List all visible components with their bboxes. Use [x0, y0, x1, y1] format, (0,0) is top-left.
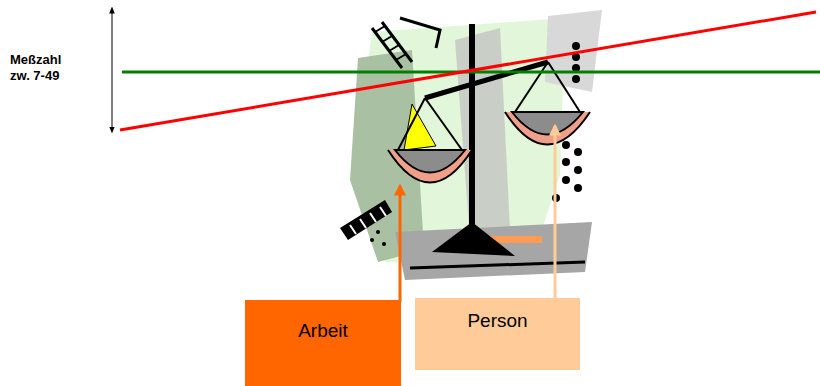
dot	[370, 238, 374, 242]
scales-clipart	[340, 10, 602, 280]
dot	[572, 42, 580, 50]
ladder-rungs	[375, 26, 406, 60]
scale-string	[425, 98, 462, 150]
ladder-rung	[375, 26, 385, 32]
pan-rim	[388, 150, 472, 183]
hatch-lines	[350, 207, 386, 234]
dot	[382, 242, 386, 246]
scale-string	[548, 62, 580, 112]
ladder-rung	[396, 54, 406, 60]
clipart-background	[455, 28, 510, 240]
ladder-rung	[389, 45, 399, 51]
hatched-bar	[340, 200, 392, 240]
dot	[574, 148, 582, 156]
leader-arrow	[554, 126, 557, 300]
scale-string	[515, 62, 548, 112]
box-label: Arbeit	[298, 320, 348, 342]
scale-pan	[395, 150, 465, 173]
person-box: Person	[415, 298, 580, 370]
hatch-line	[360, 219, 366, 228]
dot	[562, 176, 570, 184]
scale-pillar	[469, 24, 475, 240]
scale-string	[398, 98, 425, 150]
clipart-base	[395, 222, 592, 280]
hatch-line	[370, 213, 376, 222]
box-label: Person	[467, 310, 527, 332]
hatch-line	[350, 225, 356, 234]
ladder-rail	[382, 22, 412, 62]
ladder-rail	[372, 28, 402, 68]
dot	[574, 184, 582, 192]
yellow-triangle	[404, 104, 436, 150]
range-arrow	[112, 10, 113, 130]
work-box: Arbeit	[245, 300, 401, 386]
scale-foot	[432, 222, 515, 256]
dot	[376, 230, 380, 234]
dot	[572, 75, 580, 83]
ladder-rung	[382, 36, 392, 42]
hatch-line	[380, 207, 386, 216]
red-line	[120, 12, 816, 130]
pan-rim	[505, 112, 590, 145]
dot	[562, 158, 570, 166]
clipart-line	[410, 262, 585, 268]
dot	[562, 141, 570, 149]
scale-pan	[512, 112, 583, 135]
leader-arrow	[399, 186, 402, 302]
range-label: Meßzahl zw. 7-49	[10, 52, 72, 84]
dot	[574, 166, 582, 174]
clipart-frame	[400, 18, 440, 48]
